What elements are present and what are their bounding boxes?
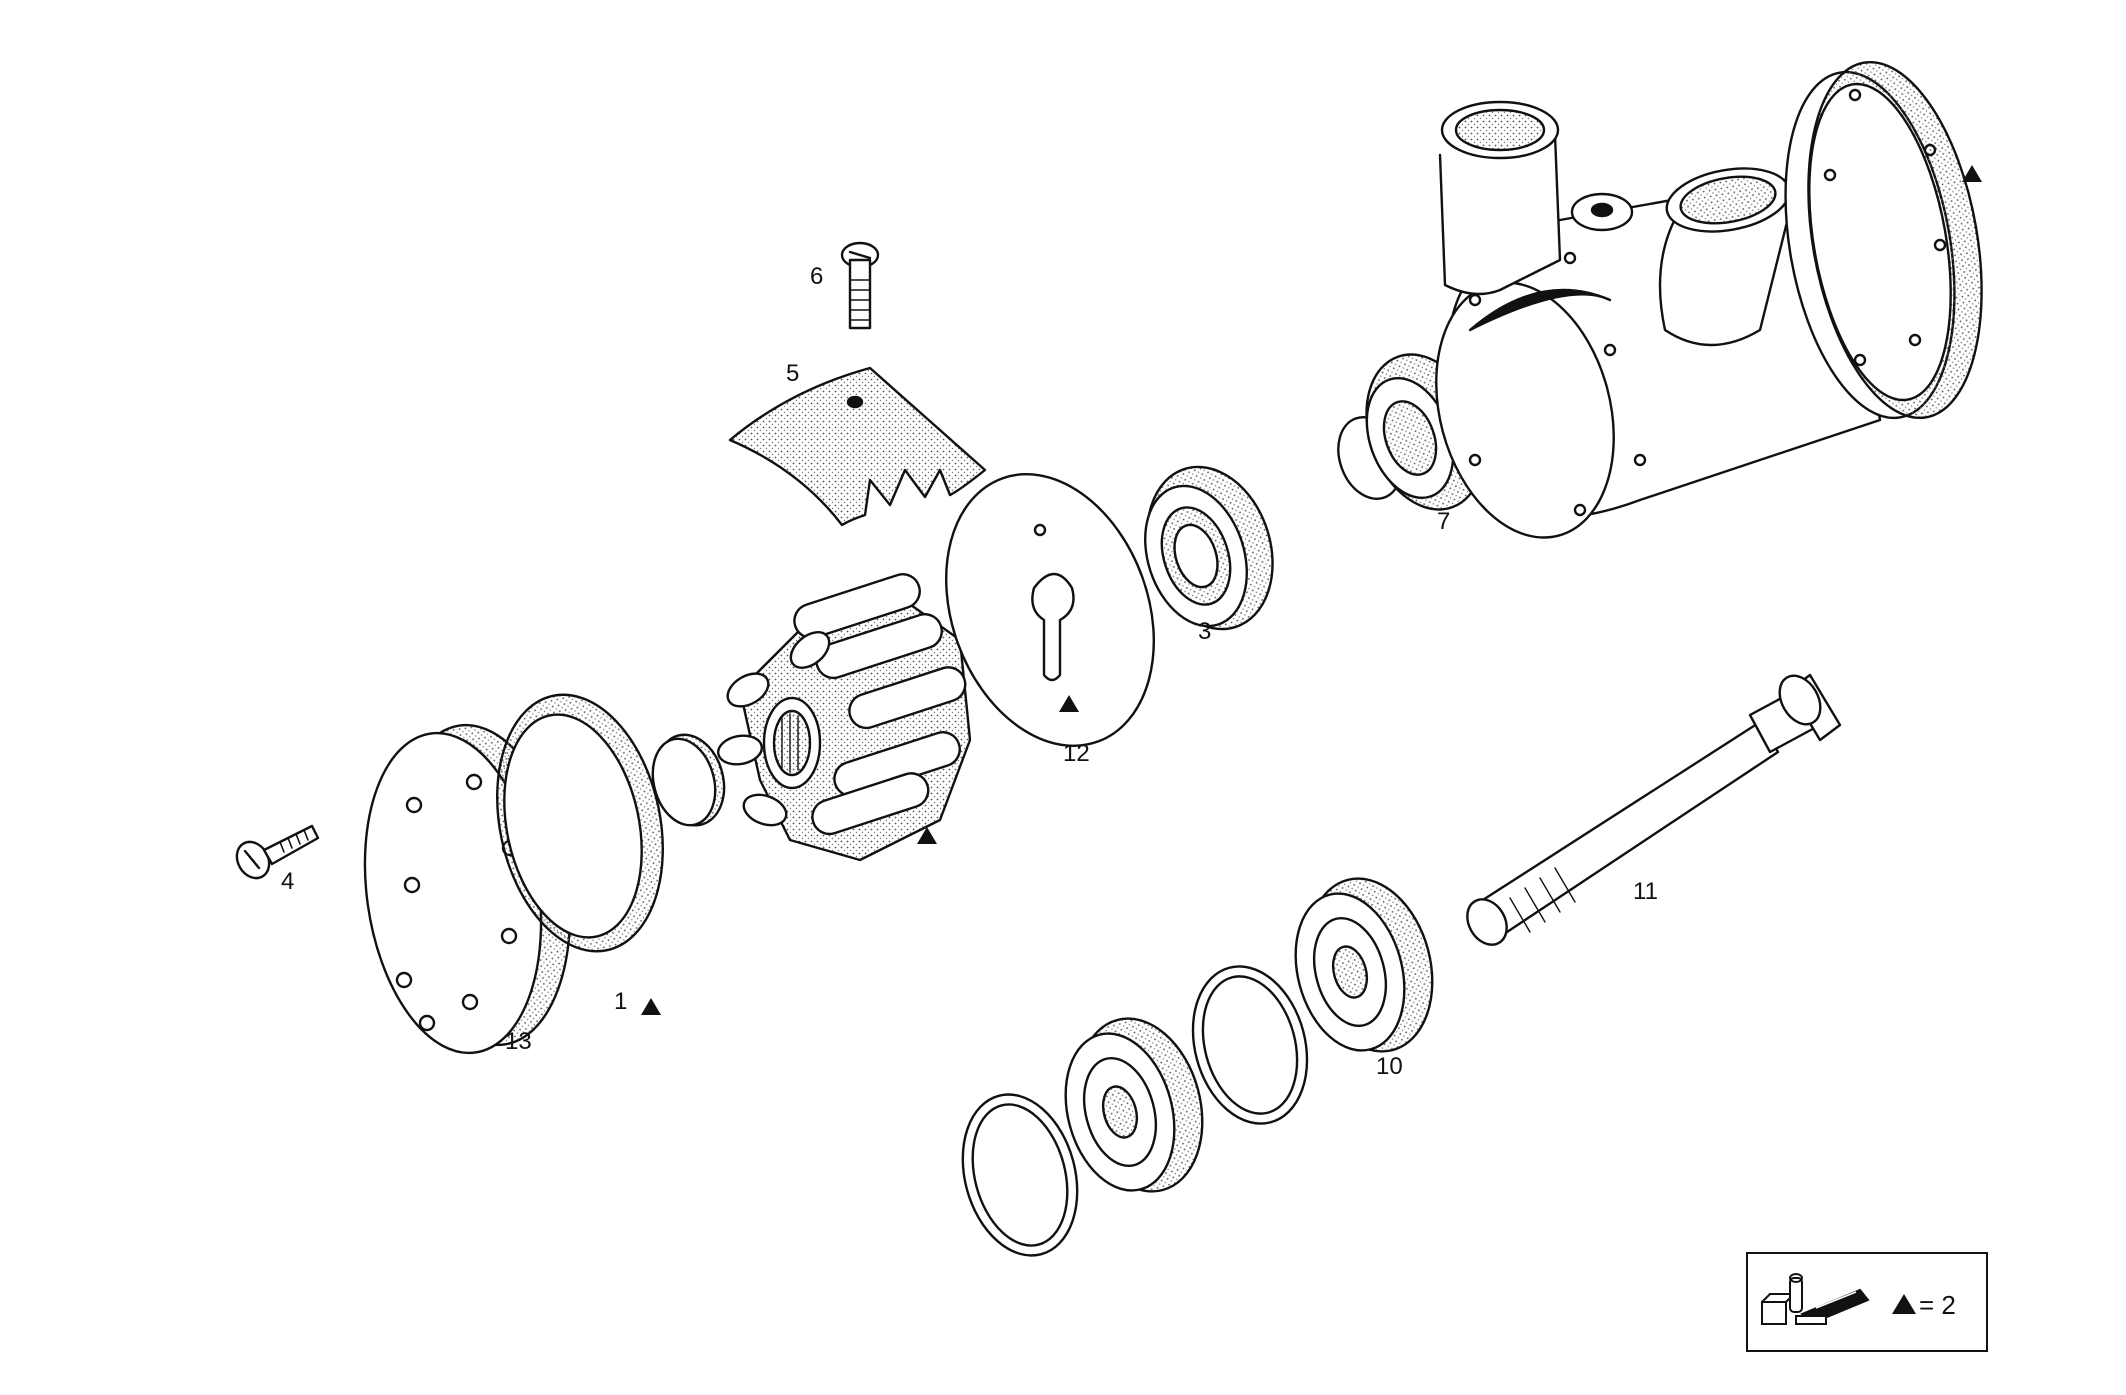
ring-middle [1191,965,1309,1125]
triangle-marker [1892,1294,1916,1314]
impeller [716,573,972,862]
callout-part-4: 4 [281,868,295,895]
triangle-marker [1059,695,1079,712]
cam-part-5 [728,366,987,527]
callout-part-6: 6 [810,263,824,290]
callout-part-3: 3 [1198,618,1212,645]
screw-part-6 [840,241,880,330]
callout-part-5: 5 [786,360,800,387]
bearing-lower [1064,1017,1204,1193]
callout-part-12: 12 [1063,740,1090,767]
pump-housing [1435,60,1983,539]
shaft-part-11 [1466,673,1842,946]
callout-part-1: 1 [614,988,628,1015]
callout-part-10: 10 [1376,1053,1403,1080]
legend-quantity-text: = 2 [1919,1290,1956,1320]
cam-plug [651,733,726,827]
screw-part-4 [235,824,320,880]
callout-part-7: 7 [1437,508,1451,535]
legend-box: = 2 [1746,1252,1988,1352]
callout-part-11: 11 [1633,878,1658,905]
bearing-part-10 [1294,877,1434,1053]
callout-part-13: 13 [505,1028,532,1055]
triangle-marker [917,827,937,844]
bearing-part-3 [1144,465,1274,631]
tool-kit-icon [1761,1273,1870,1326]
triangle-marker [1962,165,1982,182]
wear-plate-part-12 [945,473,1155,747]
ring-lower [961,1093,1079,1257]
gasket-part-1 [496,693,664,953]
triangle-marker [641,998,661,1015]
seal-part-7 [1337,353,1485,511]
